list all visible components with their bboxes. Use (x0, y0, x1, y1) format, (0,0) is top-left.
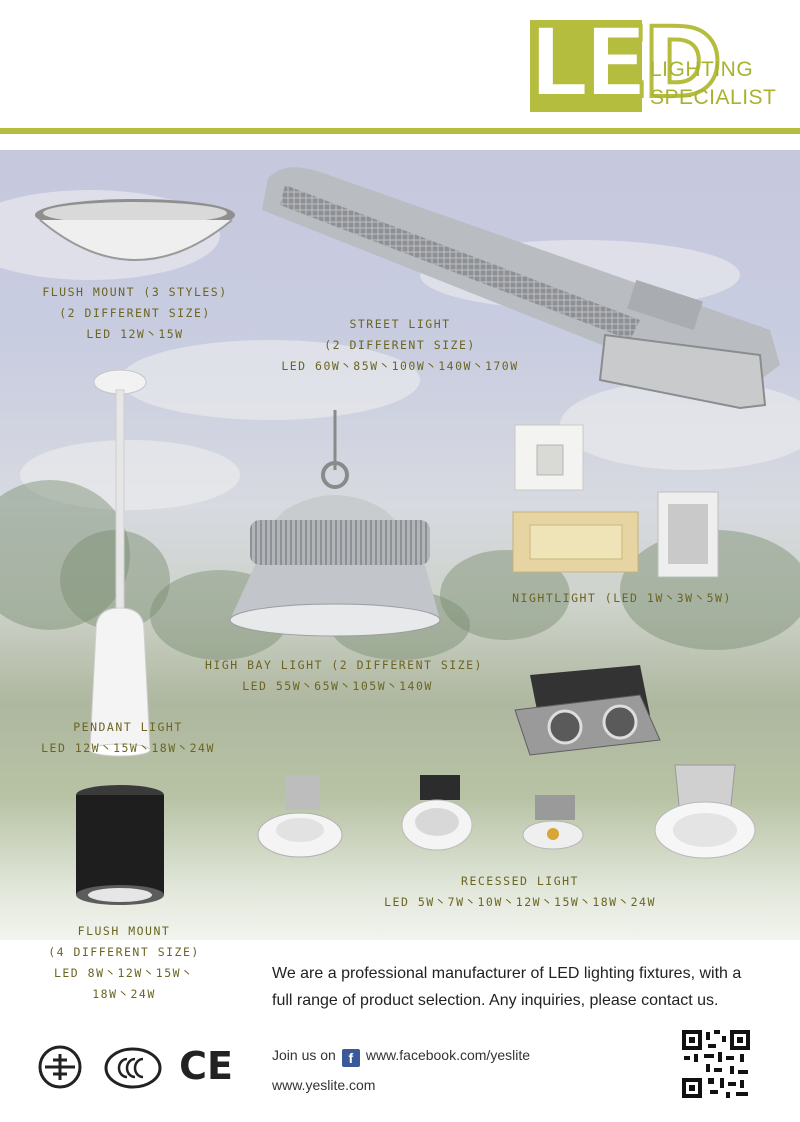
logo-text-specialist: SPECIALIST (650, 86, 777, 109)
caption-line: FLUSH MOUNT (77, 924, 171, 938)
bsmi-mark-icon (38, 1045, 82, 1089)
logo-text-lighting: LIGHTING (650, 58, 754, 81)
caption-line: LED 60W丶85W丶100W丶140W丶170W (281, 359, 519, 373)
description-line: We are a professional manufacturer of LE… (272, 965, 742, 982)
caption-line: LED 12W丶15W丶18W丶24W (41, 741, 215, 755)
nightlight-images (512, 424, 719, 578)
caption-line: NIGHTLIGHT (LED 1W丶3W丶5W) (512, 591, 732, 605)
caption-pendant-light: PENDANT LIGHT LED 12W丶15W丶18W丶24W (28, 717, 228, 759)
product-illustrations (35, 167, 780, 905)
caption-line: LED 12W丶15W (86, 327, 184, 341)
caption-line: 18W丶24W (92, 987, 156, 1001)
caption-line: LED 5W丶7W丶10W丶12W丶15W丶18W丶24W (384, 895, 656, 909)
caption-line: LED 8W丶12W丶15W丶 (53, 966, 195, 980)
header-divider (0, 128, 800, 134)
ce-mark-icon: CE (179, 1044, 233, 1088)
recessed-light-images (257, 764, 756, 859)
logo-letters: LED (526, 6, 724, 120)
caption-street-light: STREET LIGHT (2 DIFFERENT SIZE) LED 60W丶… (270, 314, 530, 377)
qr-code-icon[interactable] (680, 1028, 752, 1100)
caption-high-bay-light: HIGH BAY LIGHT (2 DIFFERENT SIZE) LED 55… (205, 655, 483, 697)
caption-line: FLUSH MOUNT (3 STYLES) (42, 285, 228, 299)
caption-nightlight: NIGHTLIGHT (LED 1W丶3W丶5W) (512, 588, 732, 609)
caption-flush-mount-styles: FLUSH MOUNT (3 STYLES) (2 DIFFERENT SIZE… (30, 282, 240, 345)
logo-block (530, 20, 642, 112)
caption-line: (4 DIFFERENT SIZE) (48, 945, 200, 959)
description-line: full range of product selection. Any inq… (272, 992, 719, 1009)
website-link[interactable]: www.yeslite.com (272, 1077, 376, 1093)
join-label: Join us on (272, 1047, 336, 1063)
caption-line: RECESSED LIGHT (461, 874, 579, 888)
flush-mount-dome-image (35, 199, 235, 261)
grille-light-image (514, 665, 661, 756)
caption-line: PENDANT LIGHT (73, 720, 183, 734)
flush-mount-cylinder-image (76, 785, 164, 905)
facebook-link[interactable]: www.facebook.com/yeslite (365, 1047, 531, 1063)
social-row: Join us on f www.facebook.com/yeslite (272, 1047, 530, 1067)
pendant-light-image (89, 369, 151, 757)
company-description: We are a professional manufacturer of LE… (272, 960, 772, 1014)
caption-line: LED 55W丶65W丶105W丶140W (242, 679, 433, 693)
ccc-mark-icon (104, 1047, 162, 1089)
facebook-icon[interactable]: f (341, 1049, 360, 1067)
caption-line: (2 DIFFERENT SIZE) (324, 338, 476, 352)
caption-recessed-light: RECESSED LIGHT LED 5W丶7W丶10W丶12W丶15W丶18W… (370, 871, 670, 913)
caption-line: STREET LIGHT (349, 317, 451, 331)
caption-flush-mount-sizes: FLUSH MOUNT (4 DIFFERENT SIZE) LED 8W丶12… (44, 921, 204, 1005)
caption-line: HIGH BAY LIGHT (2 DIFFERENT SIZE) (205, 658, 483, 672)
high-bay-light-image (229, 410, 441, 637)
street-light-image (262, 167, 780, 410)
caption-line: (2 DIFFERENT SIZE) (59, 306, 211, 320)
